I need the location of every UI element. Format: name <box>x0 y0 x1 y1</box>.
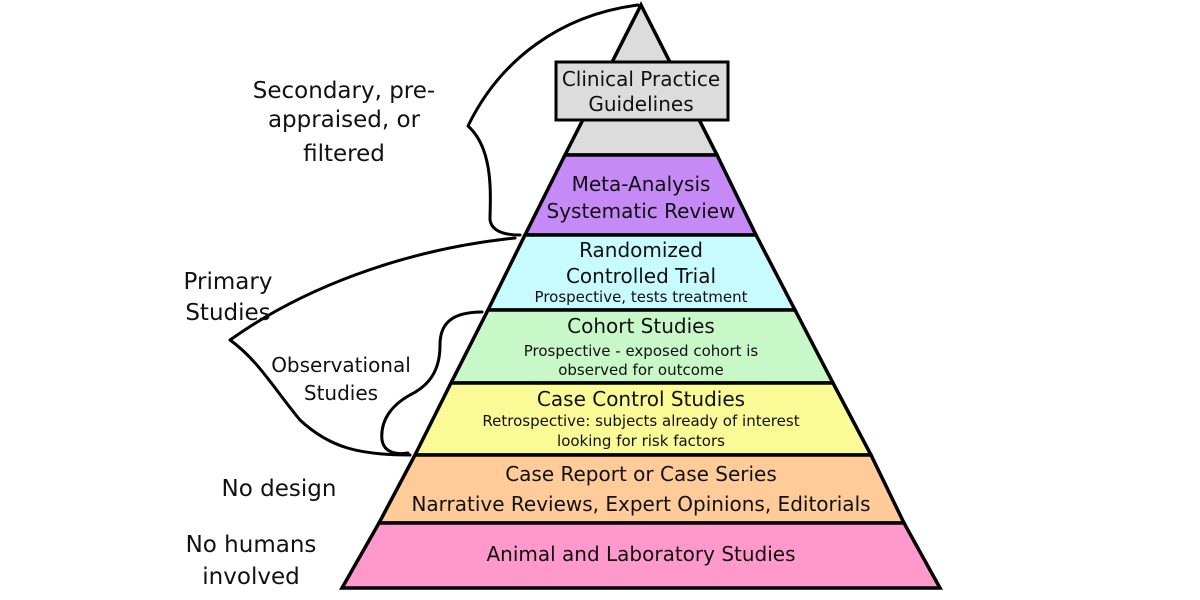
label-primary-studies: Primary Studies <box>184 269 273 326</box>
label-primary-line-1: Primary <box>184 269 273 295</box>
label-observational-line-1: Observational <box>271 353 411 377</box>
tier-case-report-line-1: Case Report or Case Series <box>505 462 777 486</box>
tier-case-report-line-2: Narrative Reviews, Expert Opinions, Edit… <box>411 492 870 516</box>
tier-cohort-subtext-2: observed for outcome <box>558 361 724 379</box>
tier-case-control-subtext-1: Retrospective: subjects already of inter… <box>482 412 799 430</box>
tier-meta-analysis: Meta-Analysis Systematic Review <box>522 153 759 237</box>
label-no-design-line-1: No design <box>222 476 337 502</box>
guidelines-callout: Clinical Practice Guidelines <box>554 60 730 122</box>
tier-animal-lab: Animal and Laboratory Studies <box>338 521 943 590</box>
label-no-humans: No humans involved <box>186 532 317 590</box>
label-observational-studies: Observational Studies <box>271 353 411 405</box>
label-secondary-line-2: appraised, or <box>268 107 421 133</box>
label-primary-line-2: Studies <box>185 300 270 326</box>
tier-rct: Randomized Controlled Trial Prospective,… <box>485 233 798 312</box>
secondary-brace <box>466 3 640 237</box>
tier-animal-lab-title: Animal and Laboratory Studies <box>486 542 795 566</box>
label-observational-line-2: Studies <box>304 381 378 405</box>
tier-case-control-title: Case Control Studies <box>537 387 745 411</box>
tier-rct-line-2: Controlled Trial <box>566 264 716 288</box>
tier-case-control-subtext-2: looking for risk factors <box>557 432 725 450</box>
label-no-humans-line-1: No humans <box>186 532 317 558</box>
guidelines-callout-box <box>554 60 730 122</box>
label-secondary-line-3: filtered <box>303 141 385 167</box>
guidelines-callout-line-1: Clinical Practice <box>562 67 720 91</box>
observational-brace <box>380 310 484 456</box>
guidelines-callout-line-2: Guidelines <box>588 92 693 116</box>
label-no-design: No design <box>222 476 337 502</box>
label-no-humans-line-2: involved <box>202 564 299 590</box>
primary-brace <box>228 236 517 457</box>
tier-rct-line-1: Randomized <box>579 238 703 262</box>
tier-case-report: Case Report or Case Series Narrative Rev… <box>376 453 907 525</box>
tier-meta-analysis-line-2: Systematic Review <box>547 199 736 223</box>
tier-animal-lab-band <box>338 521 943 590</box>
label-secondary-line-1: Secondary, pre- <box>253 78 435 104</box>
tier-cohort-title: Cohort Studies <box>567 314 715 338</box>
tier-case-control: Case Control Studies Retrospective: subj… <box>412 381 874 457</box>
label-secondary: Secondary, pre- appraised, or filtered <box>253 78 435 167</box>
tier-cohort: Cohort Studies Prospective - exposed coh… <box>448 308 836 385</box>
tier-rct-subtext: Prospective, tests treatment <box>535 288 748 306</box>
tier-cohort-subtext-1: Prospective - exposed cohort is <box>524 342 759 360</box>
tier-meta-analysis-line-1: Meta-Analysis <box>572 172 711 196</box>
